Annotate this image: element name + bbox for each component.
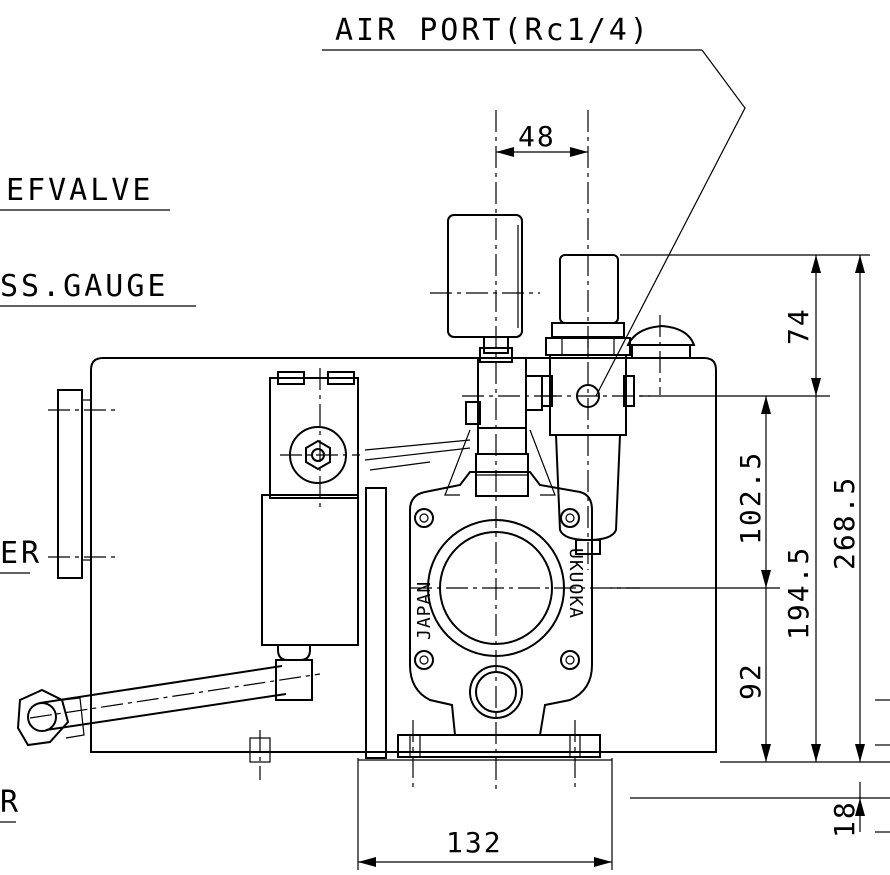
solenoid-valve: [261, 368, 360, 701]
relief-valve-label: EFVALVE: [6, 173, 153, 208]
dim-92-label: 92: [734, 662, 767, 700]
dim-132-label: 132: [446, 826, 503, 859]
pump-body: JAPAN UKUOKA: [409, 110, 640, 790]
hose: [16, 665, 321, 747]
left-bottom-label: R: [0, 785, 21, 820]
dim-132: 132: [357, 775, 613, 870]
dim-74-label: 74: [782, 307, 815, 345]
relief-valve-label-group: EFVALVE: [0, 173, 170, 211]
filler-cap: [626, 315, 696, 395]
left-mid-label: ER: [0, 536, 42, 571]
pressure-gauge-label-group: SS.GAUGE: [0, 269, 196, 307]
air-port-label-group: AIR PORT(Rc1/4): [322, 13, 746, 397]
dim-18-label: 18: [828, 800, 861, 838]
right-dimensions: 74 102.5 194.5 92 268.5 18: [610, 254, 890, 838]
air-regulator: [540, 110, 650, 570]
relief-valve-assembly: [444, 357, 556, 497]
dim-48: 48: [496, 120, 588, 157]
dim-194-5-label: 194.5: [782, 546, 815, 640]
oil-tank: [48, 357, 717, 780]
cast-text-fukuoka: UKUOKA: [565, 548, 586, 619]
cast-text-japan: JAPAN: [414, 581, 435, 640]
pipes: [364, 439, 471, 471]
left-mid-label-group: ER: [0, 536, 42, 574]
pressure-gauge: [430, 214, 540, 363]
pressure-gauge-label: SS.GAUGE: [0, 269, 169, 304]
air-port-label: AIR PORT(Rc1/4): [335, 13, 651, 48]
dim-268-5-label: 268.5: [828, 476, 861, 570]
dim-48-label: 48: [518, 120, 556, 153]
dim-102-5-label: 102.5: [734, 451, 767, 545]
left-bottom-label-group: R: [0, 785, 21, 823]
